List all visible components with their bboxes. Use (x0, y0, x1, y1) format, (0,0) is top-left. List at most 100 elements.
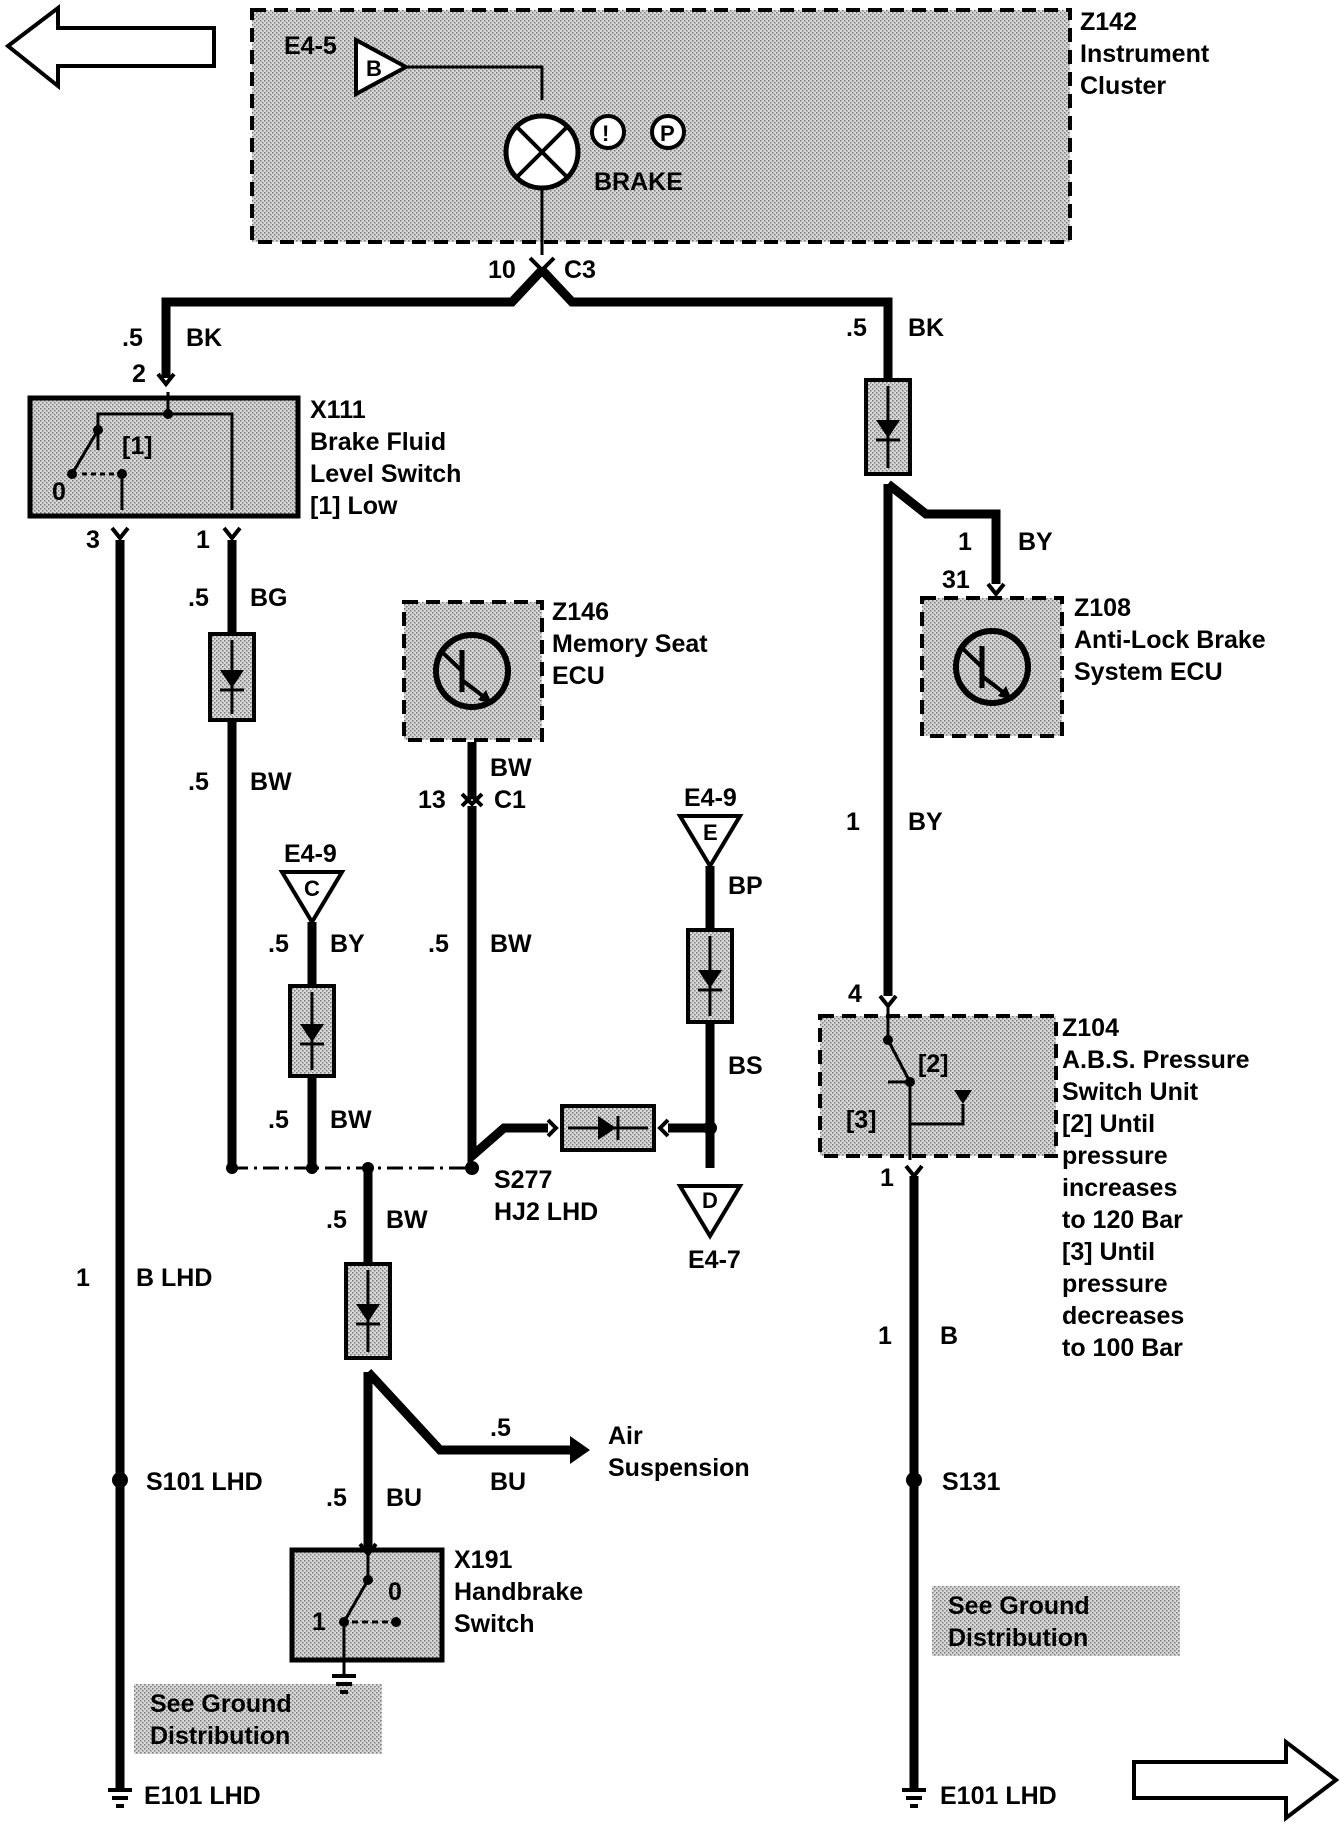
svg-text:BW: BW (386, 1206, 428, 1234)
svg-text:E4-9: E4-9 (284, 840, 337, 868)
svg-text:B: B (940, 1322, 958, 1350)
svg-text:Z108: Z108 (1074, 594, 1131, 622)
svg-text:Suspension: Suspension (608, 1454, 750, 1482)
air-suspension-arrow-icon (570, 1436, 590, 1464)
svg-text:0: 0 (388, 1578, 402, 1606)
diode-horizontal-icon (546, 1104, 670, 1152)
svg-text:.5: .5 (268, 1106, 289, 1134)
svg-text:[2] Until: [2] Until (1062, 1110, 1155, 1138)
svg-text:C: C (304, 876, 320, 901)
svg-text:S131: S131 (942, 1468, 1000, 1496)
svg-text:[1] Low: [1] Low (310, 492, 398, 520)
instrument-cluster-z142: B E4-5 ! P BRAKE Z142 Instrument Cluster (250, 8, 1210, 255)
svg-text:to 100 Bar: to 100 Bar (1062, 1334, 1183, 1362)
svg-text:.5: .5 (188, 768, 209, 796)
svg-text:[2]: [2] (918, 1050, 949, 1078)
svg-text:D: D (702, 1188, 718, 1213)
svg-text:.5: .5 (846, 314, 867, 342)
wire-bk-left (161, 266, 546, 378)
svg-text:Handbrake: Handbrake (454, 1578, 583, 1606)
svg-text:1: 1 (312, 1608, 326, 1636)
component-id: Z142 (1080, 8, 1137, 36)
svg-text:BW: BW (250, 768, 292, 796)
svg-text:!: ! (602, 121, 609, 146)
abs-pressure-switch-z104: [2] [3] Z104 A.B.S. Pressure Switch Unit… (818, 1006, 1250, 1362)
svg-text:1: 1 (958, 528, 972, 556)
svg-text:BY: BY (908, 808, 943, 836)
splice-s101 (112, 1472, 128, 1488)
svg-text:Brake Fluid: Brake Fluid (310, 428, 446, 456)
svg-text:Anti-Lock Brake: Anti-Lock Brake (1074, 626, 1266, 654)
svg-text:Instrument: Instrument (1080, 40, 1210, 68)
svg-text:1: 1 (880, 1164, 894, 1192)
svg-text:3: 3 (86, 526, 100, 554)
ref-e47-d: D E4-7 (676, 1184, 744, 1274)
svg-text:E4-7: E4-7 (688, 1246, 741, 1274)
input-triangle-icon (354, 36, 411, 98)
brake-lamp-label: BRAKE (594, 168, 683, 196)
previous-page-arrow-icon[interactable] (4, 3, 216, 91)
svg-text:Distribution: Distribution (948, 1624, 1088, 1652)
svg-text:C1: C1 (494, 786, 526, 814)
cluster-ref: E4-5 (284, 32, 337, 60)
svg-text:1: 1 (76, 1264, 90, 1292)
svg-text:S101 LHD: S101 LHD (146, 1468, 263, 1496)
svg-text:BU: BU (386, 1484, 422, 1512)
svg-text:Cluster: Cluster (1080, 72, 1166, 100)
transistor-icon (953, 628, 1031, 706)
svg-text:E: E (703, 820, 718, 845)
svg-text:0: 0 (52, 478, 66, 506)
svg-text:.5: .5 (122, 324, 143, 352)
svg-text:.5: .5 (428, 930, 449, 958)
svg-text:Switch: Switch (454, 1610, 535, 1638)
ground-note-right (932, 1586, 1180, 1656)
svg-text:BW: BW (490, 754, 532, 782)
svg-text:[3]: [3] (846, 1106, 877, 1134)
diode-bw-lower-icon (344, 1262, 392, 1360)
ref-e49-c: E4-9 C (278, 840, 346, 926)
svg-text:P: P (660, 121, 675, 146)
svg-text:.5: .5 (326, 1206, 347, 1234)
connector-c3: 10 C3 (488, 256, 596, 284)
transistor-icon (433, 632, 511, 710)
svg-text:pressure: pressure (1062, 1270, 1168, 1298)
svg-text:1: 1 (846, 808, 860, 836)
abs-ecu-z108: Z108 Anti-Lock Brake System ECU (920, 594, 1266, 738)
svg-text:B LHD: B LHD (136, 1264, 212, 1292)
next-page-arrow-icon[interactable] (1132, 1737, 1340, 1823)
svg-text:31: 31 (942, 566, 970, 594)
svg-text:BK: BK (908, 314, 944, 342)
svg-text:E101 LHD: E101 LHD (144, 1782, 261, 1810)
handbrake-contact-icon (342, 1579, 370, 1623)
ref-e49-e: E4-9 E (676, 784, 744, 870)
diode-bp-icon (686, 928, 734, 1024)
svg-text:S277: S277 (494, 1166, 552, 1194)
svg-text:Level Switch: Level Switch (310, 460, 461, 488)
svg-text:BP: BP (728, 872, 763, 900)
svg-text:System ECU: System ECU (1074, 658, 1223, 686)
svg-text:1: 1 (878, 1322, 892, 1350)
svg-text:Distribution: Distribution (150, 1722, 290, 1750)
svg-text:BY: BY (330, 930, 365, 958)
exclamation-icon (590, 114, 626, 150)
svg-text:C3: C3 (564, 256, 596, 284)
svg-text:BS: BS (728, 1052, 763, 1080)
wire-bk-right (538, 266, 893, 378)
svg-text:10: 10 (488, 256, 516, 284)
memory-seat-ecu-z146: Z146 Memory Seat ECU (402, 598, 708, 742)
svg-text:1: 1 (196, 526, 210, 554)
svg-text:.5: .5 (268, 930, 289, 958)
svg-text:[3] Until: [3] Until (1062, 1238, 1155, 1266)
svg-text:BY: BY (1018, 528, 1053, 556)
svg-text:4: 4 (848, 980, 862, 1008)
splice-s131 (906, 1472, 922, 1488)
svg-text:to 120 Bar: to 120 Bar (1062, 1206, 1183, 1234)
svg-text:BW: BW (330, 1106, 372, 1134)
svg-text:See Ground: See Ground (150, 1690, 292, 1718)
svg-text:See Ground: See Ground (948, 1592, 1090, 1620)
ground-note-left (134, 1684, 382, 1754)
svg-text:BU: BU (490, 1468, 526, 1496)
ground-handbrake-icon (332, 1674, 356, 1694)
svg-text:Z146: Z146 (552, 598, 609, 626)
svg-text:.5: .5 (490, 1414, 511, 1442)
